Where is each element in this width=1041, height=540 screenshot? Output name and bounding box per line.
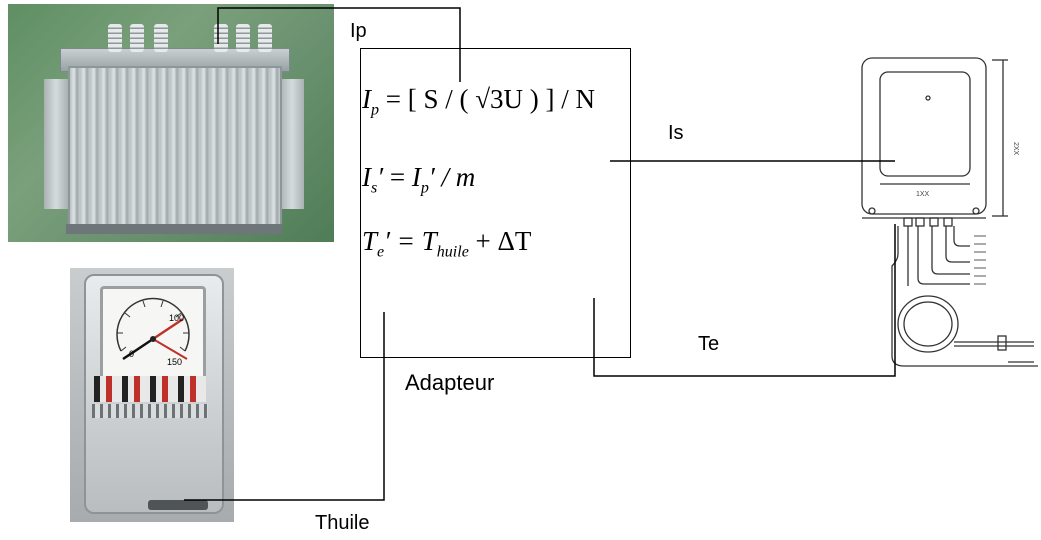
eq2-rhs-sub: p [420,179,429,197]
thermometer-relays [94,376,206,402]
equation-ip: Ip = [ S / ( √3U ) ] / N [362,84,595,119]
wire-te [593,224,896,377]
equation-is: Is′ = Ip′ / m [362,162,476,197]
eq2-lhs-sub: s [371,179,378,197]
eq3-rhs-sub: huile [436,243,469,261]
oil-thermometer-photo: 100 0 150 [70,268,234,522]
eq3-lhs: T [362,226,378,256]
dial-label-0: 0 [129,349,134,359]
dial-label-100: 100 [169,313,184,323]
eq2-lhs: I [362,162,371,192]
label-thuile: Thuile [315,512,370,534]
eq3-tail: + ΔT [468,226,532,256]
dial-needle-red-2 [152,338,188,360]
eq2-prime: ′ [377,162,384,192]
thermometer-cable [148,500,208,510]
dim-width-label: 1XX [916,191,930,198]
bushing [214,24,228,52]
dim-height-label: 2XX [1012,142,1019,156]
label-ip: Ip [350,20,367,42]
label-is: Is [668,122,684,144]
transformer-photo [8,4,334,242]
transformer-base [66,224,282,234]
radiator-right [280,79,304,209]
controller-window [879,71,971,177]
thermometer-terminal-strip [92,404,208,418]
eq1-lhs: I [362,84,371,114]
eq3-lhs-sub: e [377,243,385,261]
radiator-left [44,79,68,209]
bushing [130,24,144,52]
dial-needle-black [122,337,154,361]
adapter-box [360,48,631,358]
temperature-controller-drawing: 1XX 2XX [858,56,1041,374]
eq2-rhs-var: I [411,162,421,192]
eq1-rhs: = [ S / ( √3U ) ] / N [385,84,596,114]
bushing [154,24,168,52]
dial-needle-red [152,317,184,341]
label-adapter: Adapteur [405,370,495,395]
equation-te: Te′ = Thuile + ΔT [362,226,531,261]
eq1-lhs-sub: p [371,101,379,119]
eq2-rhs: ′ / m [428,162,476,192]
bushing [258,24,272,52]
eq3-rhs: = T [396,226,437,256]
transformer-radiator-fins [68,66,282,230]
bushing [108,24,122,52]
bushing [236,24,250,52]
label-te: Te [698,333,720,355]
eq3-prime: ′ [384,226,391,256]
controller-housing [861,57,987,215]
dial-face: 100 0 150 [116,297,190,367]
dial-label-150: 150 [167,357,182,367]
thermometer-dial: 100 0 150 [100,286,206,380]
